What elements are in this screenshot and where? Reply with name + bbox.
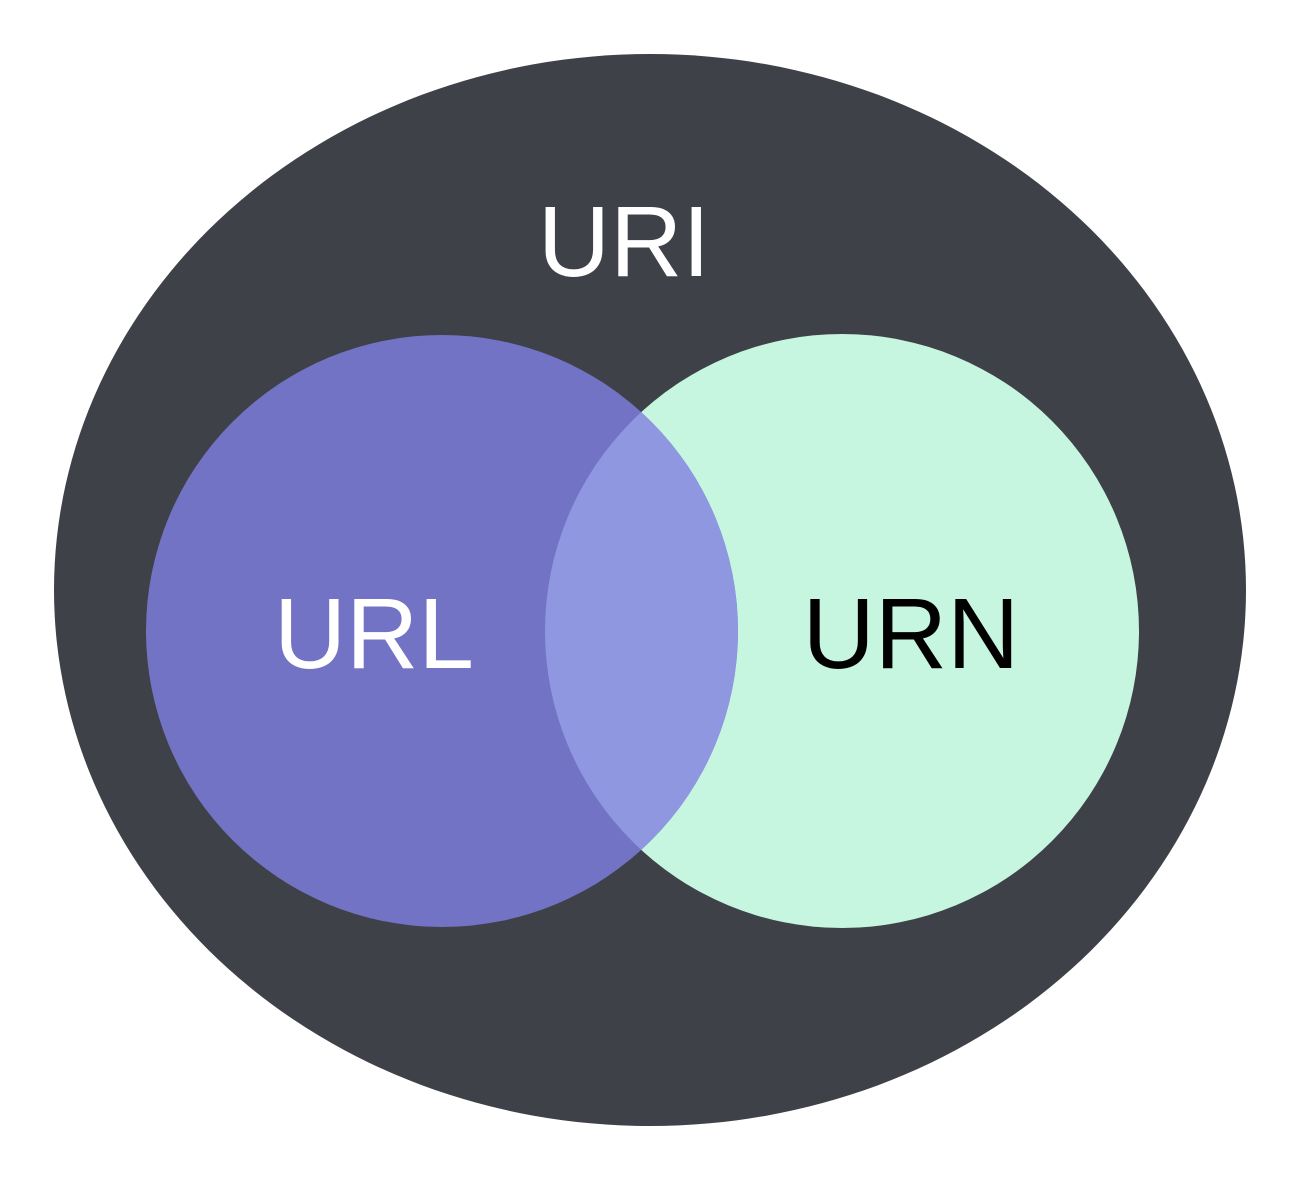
url-label: URL [274, 578, 474, 690]
url-urn-intersection [545, 335, 738, 927]
urn-label: URN [803, 578, 1020, 690]
uri-label: URI [538, 186, 710, 298]
